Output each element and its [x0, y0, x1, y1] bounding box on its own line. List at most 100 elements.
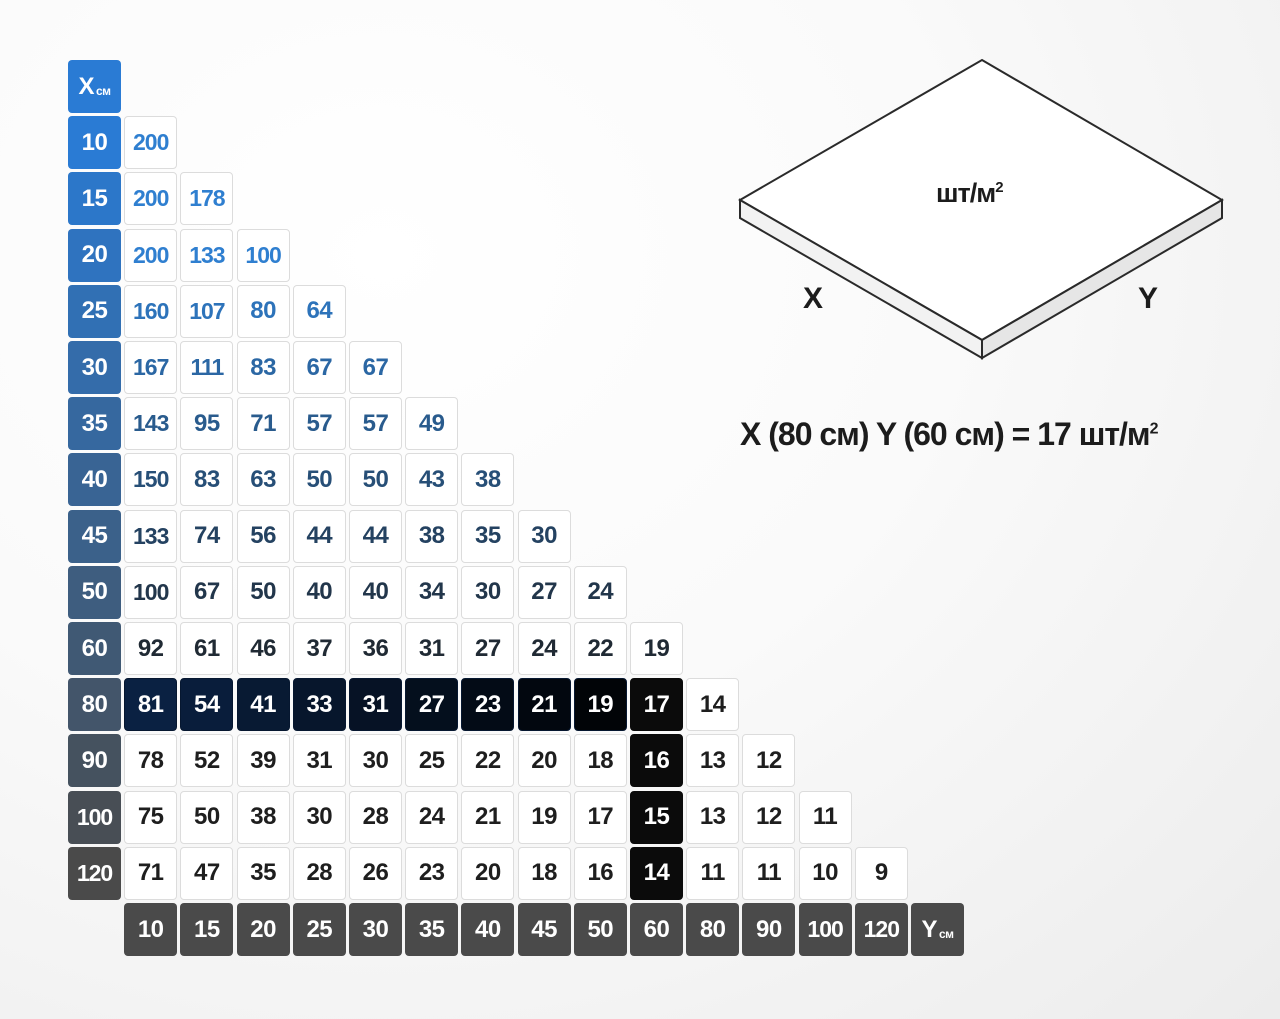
table-cell: 11 [686, 846, 740, 900]
table-cell: 200 [124, 116, 178, 170]
table-cell: 35 [236, 846, 290, 900]
table-cell: 54 [180, 678, 234, 732]
table-cell: 75 [124, 790, 178, 844]
diagram-x-label: X [803, 282, 824, 315]
table-cell: 15 [630, 790, 683, 844]
table-cell: 19 [630, 622, 683, 675]
table-cell: 24 [517, 622, 571, 675]
table-cell: 200 [124, 228, 178, 282]
y-value-header: 100 [798, 903, 852, 956]
y-value-header: 10 [124, 903, 178, 956]
table-cell: 25 [405, 734, 459, 788]
x-value-header: 90 [68, 734, 121, 788]
table-cell: 40 [292, 565, 346, 619]
table-cell: 67 [292, 341, 346, 394]
y-value-header: 90 [742, 903, 796, 956]
table-cell: 14 [686, 678, 740, 732]
table-cell: 57 [349, 397, 402, 451]
table-cell: 150 [124, 453, 178, 507]
table-cell: 34 [405, 565, 459, 619]
table-cell: 35 [461, 509, 515, 563]
table-cell: 178 [180, 172, 234, 226]
table-cell: 111 [180, 341, 234, 394]
table-cell: 22 [573, 622, 627, 675]
x-value-header: 25 [68, 284, 121, 338]
table-cell: 92 [124, 622, 178, 675]
table-cell: 30 [517, 509, 571, 563]
table-cell: 12 [742, 790, 796, 844]
table-cell: 31 [405, 622, 459, 675]
tile-unit-label: шт/м2 [936, 178, 1004, 208]
table-cell: 67 [180, 565, 234, 619]
y-axis-unit: см [938, 926, 954, 941]
table-cell: 18 [517, 846, 571, 900]
table-cell: 20 [517, 734, 571, 788]
y-value-header: 45 [517, 903, 571, 956]
tile-right-edge [981, 198, 1223, 360]
table-cell: 12 [742, 734, 796, 788]
table-cell: 14 [630, 846, 683, 900]
x-value-header: 60 [68, 622, 121, 675]
table-cell: 19 [573, 678, 627, 732]
table-cell: 133 [124, 509, 178, 563]
table-cell: 20 [461, 846, 515, 900]
x-value-header: 40 [68, 453, 121, 507]
table-cell: 160 [124, 284, 178, 338]
table-cell: 24 [573, 565, 627, 619]
x-value-header: 80 [68, 678, 121, 732]
table-cell: 11 [742, 846, 796, 900]
table-cell: 64 [292, 284, 346, 338]
y-value-header: 40 [461, 903, 515, 956]
y-value-header: 25 [292, 903, 346, 956]
table-cell: 43 [405, 453, 459, 507]
table-cell: 17 [573, 790, 627, 844]
table-cell: 67 [349, 341, 402, 394]
table-cell: 74 [180, 509, 234, 563]
table-cell: 71 [236, 397, 290, 451]
y-axis-label: Y [921, 915, 937, 943]
y-value-header: 30 [349, 903, 402, 956]
x-value-header: 120 [68, 846, 121, 900]
table-cell: 21 [461, 790, 515, 844]
table-cell: 200 [124, 172, 178, 226]
table-cell: 50 [236, 565, 290, 619]
table-cell: 83 [180, 453, 234, 507]
x-axis-label: X [78, 72, 94, 100]
table-cell: 11 [798, 790, 852, 844]
table-cell: 49 [405, 397, 459, 451]
x-value-header: 100 [68, 790, 121, 844]
table-cell: 44 [292, 509, 346, 563]
table-cell: 36 [349, 622, 402, 675]
table-cell: 23 [461, 678, 515, 732]
table-cell: 30 [349, 734, 402, 788]
table-cell: 30 [461, 565, 515, 619]
table-cell: 27 [517, 565, 571, 619]
table-cell: 18 [573, 734, 627, 788]
y-value-header: 50 [573, 903, 627, 956]
table-cell: 22 [461, 734, 515, 788]
table-cell: 81 [124, 678, 178, 732]
x-value-header: 20 [68, 228, 121, 282]
y-value-header: 80 [686, 903, 740, 956]
table-cell: 37 [292, 622, 346, 675]
table-cell: 167 [124, 341, 178, 394]
table-cell: 143 [124, 397, 178, 451]
x-value-header: 15 [68, 172, 121, 226]
table-cell: 24 [405, 790, 459, 844]
x-value-header: 10 [68, 116, 121, 170]
table-cell: 50 [180, 790, 234, 844]
y-value-header: 20 [236, 903, 290, 956]
y-value-header: 120 [854, 903, 908, 956]
table-cell: 44 [349, 509, 402, 563]
table-cell: 71 [124, 846, 178, 900]
table-cell: 83 [236, 341, 290, 394]
table-cell: 40 [349, 565, 402, 619]
x-value-header: 30 [68, 341, 121, 394]
table-cell: 33 [292, 678, 346, 732]
y-value-header: 35 [405, 903, 459, 956]
x-value-header: 45 [68, 509, 121, 563]
x-value-header: 50 [68, 565, 121, 619]
